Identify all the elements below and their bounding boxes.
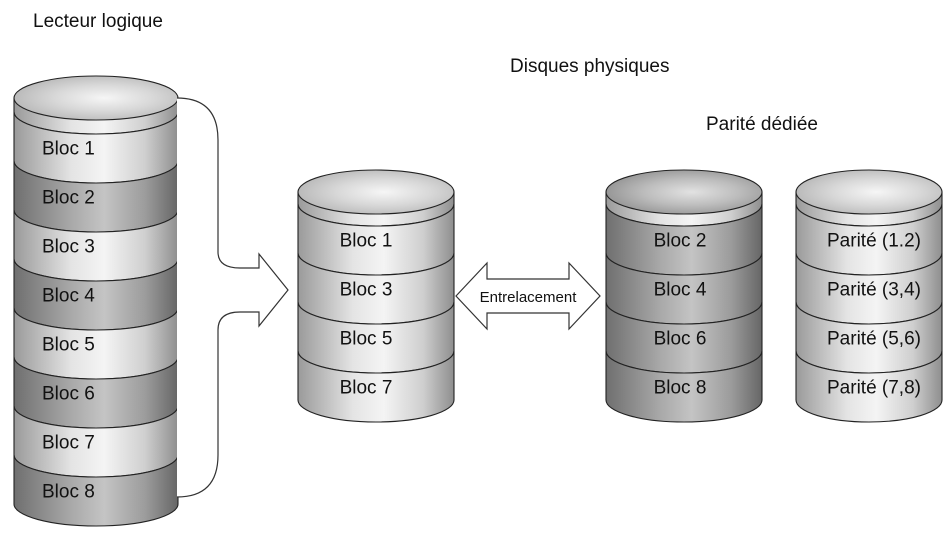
parity-disk-top-cap (795, 169, 943, 215)
logical-drive-block-label: Bloc 2 (42, 188, 95, 209)
disk-2-band (605, 350, 763, 423)
disk-2-block-label: Bloc 6 (654, 329, 707, 350)
parity-disk-block-label: Parité (5,6) (827, 329, 921, 350)
disk-1-block-label: Bloc 7 (340, 378, 393, 399)
brace-connector (176, 97, 289, 498)
logical-drive-block-label: Bloc 6 (42, 384, 95, 405)
logical-drive-block-label: Bloc 8 (42, 482, 95, 503)
disk-1-top-cap (297, 169, 455, 215)
disk-2-block-label: Bloc 4 (654, 280, 707, 301)
logical-drive-top-cap (13, 75, 179, 121)
logical-drive-band (13, 454, 179, 527)
parity-disk-block-label: Parité (7,8) (827, 378, 921, 399)
parity-disk-band (795, 350, 943, 423)
disk-2-block-label: Bloc 8 (654, 378, 707, 399)
logical-drive-block-label: Bloc 4 (42, 286, 95, 307)
interleave-label: Entrelacement (480, 289, 578, 306)
interleave-arrow: Entrelacement (455, 261, 601, 331)
logical-drive-block-label: Bloc 3 (42, 237, 95, 258)
parity-disk-block-label: Parité (1.2) (827, 231, 921, 252)
disk-2-block-label: Bloc 2 (654, 231, 707, 252)
disk-1-block-label: Bloc 5 (340, 329, 393, 350)
physical-disk-2: Bloc 2 Bloc 4 Bloc 6 Bloc 8 (605, 169, 763, 423)
parity-disk: Parité (1.2) Parité (3,4) Parité (5,6) Pari… (795, 169, 943, 423)
dedicated-parity-title: Parité dédiée (706, 114, 818, 135)
logical-drive-block-label: Bloc 7 (42, 433, 95, 454)
logical-drive-title: Lecteur logique (33, 11, 163, 32)
physical-disks-title: Disques physiques (510, 56, 669, 77)
disk-1-block-label: Bloc 1 (340, 231, 393, 252)
logical-drive-block-label: Bloc 5 (42, 335, 95, 356)
logical-drive-block-label: Bloc 1 (42, 139, 95, 160)
logical-drive-cylinder: Bloc 1 Bloc 2 Bloc 3 Bloc 4 Bloc 5 Bloc 6 Bloc… (13, 75, 179, 527)
disk-2-top-cap (605, 169, 763, 215)
parity-disk-block-label: Parité (3,4) (827, 280, 921, 301)
disk-1-block-label: Bloc 3 (340, 280, 393, 301)
physical-disk-1: Bloc 1 Bloc 3 Bloc 5 Bloc 7 (297, 169, 455, 423)
disk-1-band (297, 350, 455, 423)
